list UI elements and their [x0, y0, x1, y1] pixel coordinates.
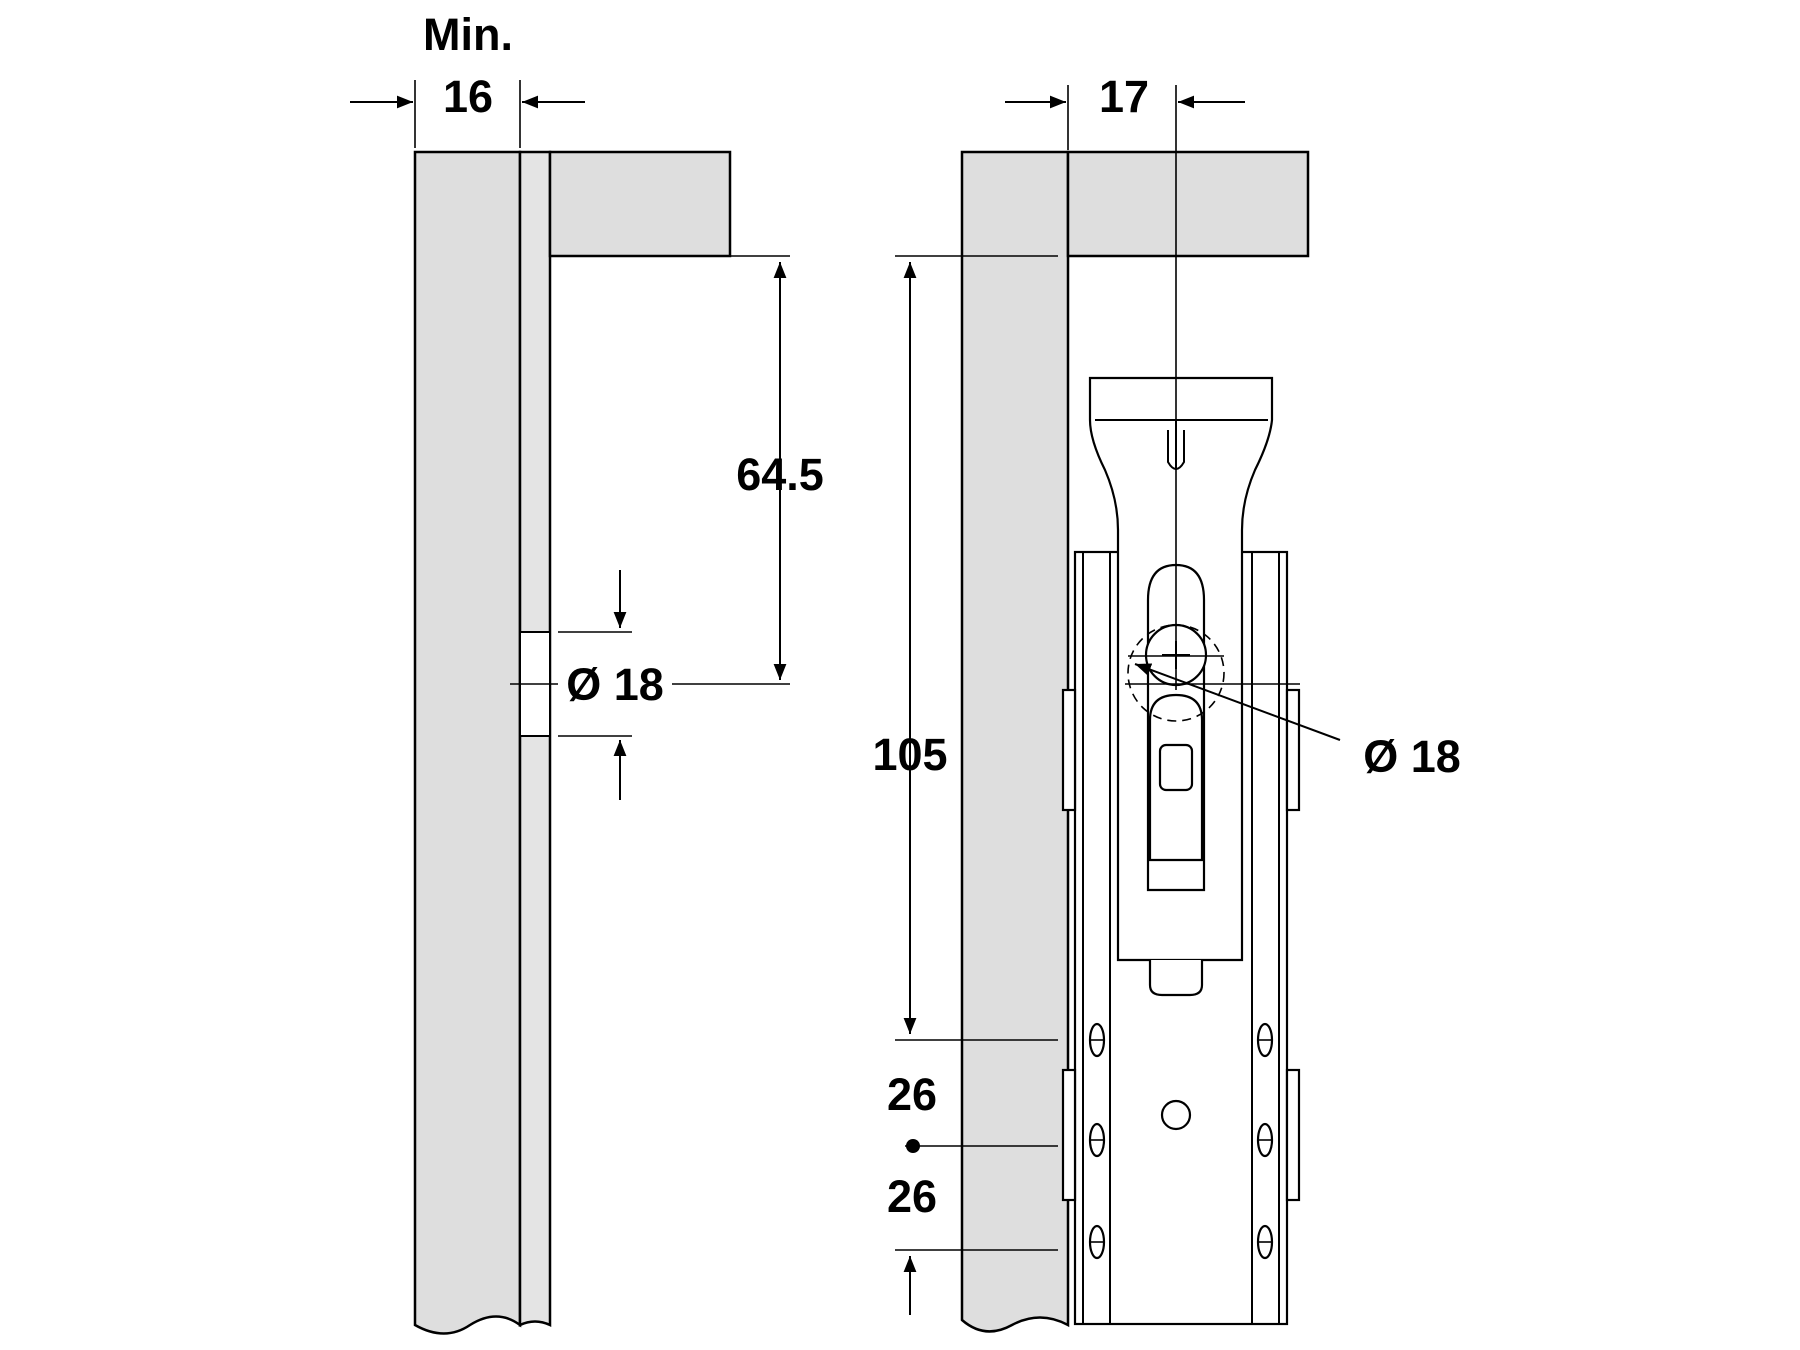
height-label-left: 64.5	[736, 449, 824, 500]
right-side-panel	[960, 150, 1070, 1333]
offset-label: 17	[1099, 71, 1149, 122]
left-top-panel	[548, 150, 732, 258]
left-view: Min. 16 64.5 Ø 18	[350, 9, 824, 1335]
thickness-label: 16	[443, 71, 493, 122]
hole-diameter-right: Ø 18	[1363, 731, 1461, 782]
right-view: 17 105 26 26 Ø 18	[872, 71, 1461, 1333]
left-side-panel	[413, 150, 522, 1335]
spacing-lower-label: 26	[887, 1171, 937, 1222]
left-front-strip	[518, 150, 552, 1327]
hanger-bracket	[1088, 376, 1274, 997]
hole-diameter-left: Ø 18	[566, 659, 664, 710]
height-label-right: 105	[872, 729, 947, 780]
min-label: Min.	[423, 9, 513, 60]
spacing-upper-label: 26	[887, 1069, 937, 1120]
right-top-panel	[1066, 150, 1310, 258]
